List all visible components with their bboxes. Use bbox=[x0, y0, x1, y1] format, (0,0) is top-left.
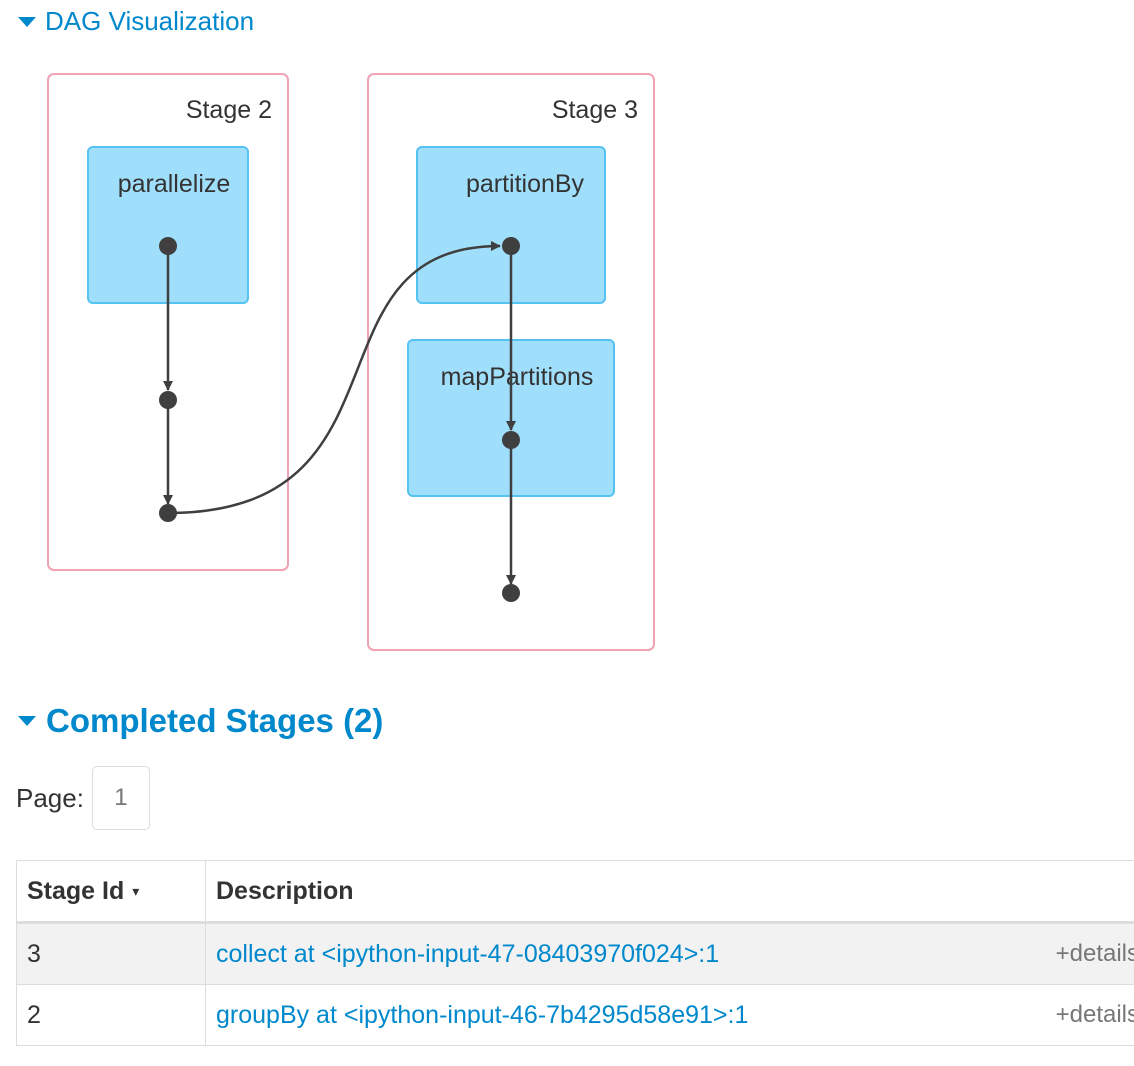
stage-label: Stage 3 bbox=[552, 96, 638, 124]
stage-id-header[interactable]: Stage Id ▾ bbox=[16, 860, 206, 924]
table-row: 3 collect at <ipython-input-47-08403970f… bbox=[16, 922, 1134, 985]
sort-desc-icon: ▾ bbox=[132, 883, 140, 900]
description-cell: groupBy at <ipython-input-46-7b4295d58e9… bbox=[205, 984, 1134, 1046]
operation-label: mapPartitions bbox=[441, 363, 594, 391]
caret-down-icon bbox=[18, 16, 36, 27]
rdd-node[interactable] bbox=[502, 237, 520, 255]
operation-label: partitionBy bbox=[466, 170, 585, 198]
rdd-node[interactable] bbox=[159, 237, 177, 255]
operation-partitionby[interactable]: partitionBy bbox=[416, 146, 606, 304]
page-number-button[interactable]: 1 bbox=[91, 766, 150, 830]
stage-id-cell: 2 bbox=[16, 984, 206, 1046]
details-toggle[interactable]: +details bbox=[1055, 940, 1134, 967]
dag-graph: Stage 2 Stage 3 parallelize partitionBy … bbox=[47, 73, 655, 651]
dag-visualization-title: DAG Visualization bbox=[45, 6, 255, 36]
stage-cluster-2[interactable]: Stage 2 bbox=[47, 73, 289, 571]
details-toggle[interactable]: +details bbox=[1055, 1001, 1134, 1028]
stage-description-link[interactable]: groupBy at <ipython-input-46-7b4295d58e9… bbox=[216, 1000, 749, 1029]
operation-label: parallelize bbox=[118, 170, 231, 198]
stage-cluster-3[interactable]: Stage 3 bbox=[367, 73, 655, 651]
table-header-row: Stage Id ▾ Description bbox=[16, 860, 1134, 924]
description-header[interactable]: Description bbox=[205, 860, 1134, 924]
completed-stages-title: Completed Stages (2) bbox=[46, 702, 384, 739]
stage-label: Stage 2 bbox=[186, 96, 272, 124]
dag-edges bbox=[163, 241, 516, 585]
page-label: Page: bbox=[16, 782, 84, 813]
completed-stages-toggle[interactable]: Completed Stages (2) bbox=[18, 702, 383, 740]
description-header-label: Description bbox=[216, 876, 354, 905]
rdd-node[interactable] bbox=[159, 504, 177, 522]
completed-stages-table: Stage Id ▾ Description 3 collect at <ipyt… bbox=[16, 860, 1134, 1046]
stage-description-link[interactable]: collect at <ipython-input-47-08403970f02… bbox=[216, 939, 720, 968]
dag-nodes bbox=[159, 237, 520, 602]
description-cell: collect at <ipython-input-47-08403970f02… bbox=[205, 922, 1134, 985]
rdd-node[interactable] bbox=[159, 391, 177, 409]
stage-id-cell: 3 bbox=[16, 922, 206, 985]
rdd-node[interactable] bbox=[502, 431, 520, 449]
stage-id-header-label: Stage Id bbox=[27, 876, 125, 905]
rdd-node[interactable] bbox=[502, 584, 520, 602]
pagination: Page: 1 bbox=[16, 766, 150, 830]
table-row: 2 groupBy at <ipython-input-46-7b4295d58… bbox=[16, 984, 1134, 1046]
caret-down-icon bbox=[18, 716, 36, 726]
operation-parallelize[interactable]: parallelize bbox=[87, 146, 249, 304]
edge bbox=[167, 241, 501, 515]
dag-visualization-toggle[interactable]: DAG Visualization bbox=[18, 6, 254, 37]
